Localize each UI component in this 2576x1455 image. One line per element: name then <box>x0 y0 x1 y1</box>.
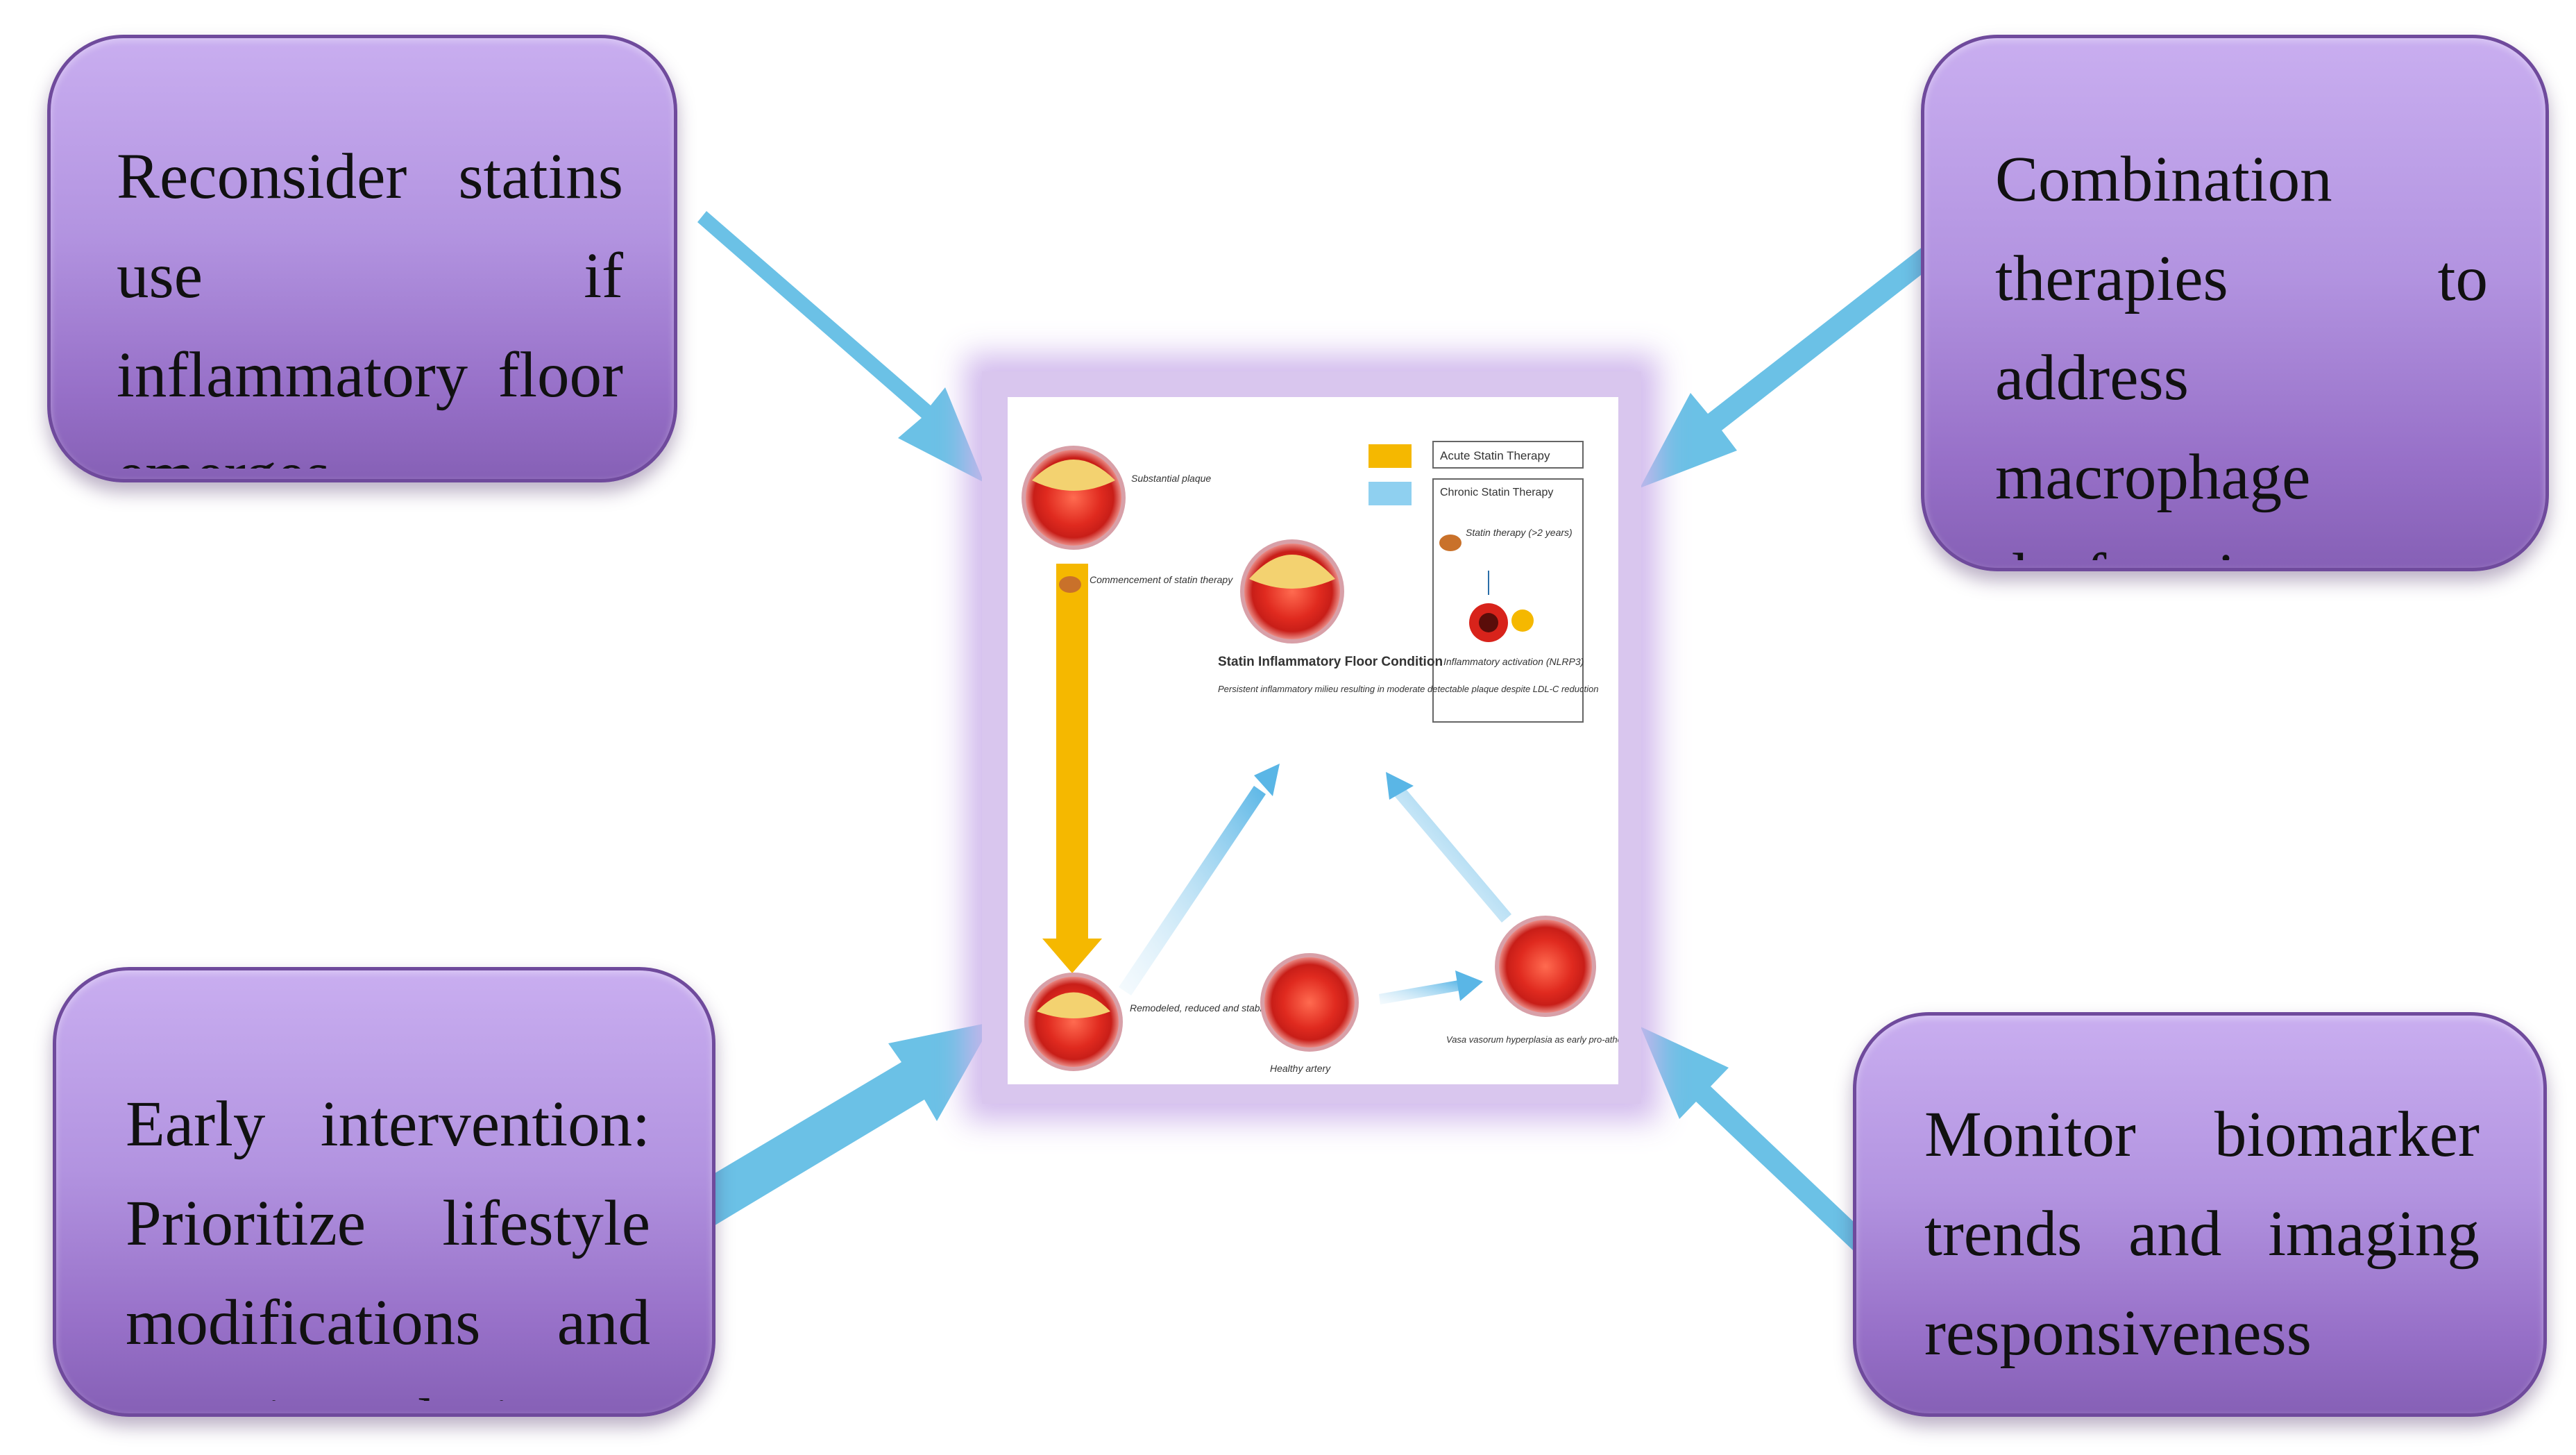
recommendation-text: Early intervention: Prioritize lifestyle… <box>126 1088 650 1401</box>
chronic-legend-swatch <box>1368 482 1412 505</box>
vasa-vasorum-artery-icon <box>1495 916 1596 1017</box>
vasa-vasorum-label: Vasa vasorum hyperplasia as early pro-at… <box>1446 1034 1618 1045</box>
chronic-arrow-from-vasa <box>1393 786 1511 923</box>
arrow-top-right <box>1640 246 1936 488</box>
recommendation-box-bottom-left: Early intervention: Prioritize lifestyle… <box>53 967 715 1417</box>
statin-pill-icon <box>1059 576 1081 593</box>
chronic-arrowhead <box>1254 764 1280 796</box>
recommendation-text: Combination therapies to address macroph… <box>1995 144 2488 560</box>
arrow-top-left <box>697 211 984 482</box>
statin-inflammatory-floor-diagram: Acute Statin Therapy Chronic Statin Ther… <box>1022 441 1681 1074</box>
recommendation-text: Monitor biomarker trends and imaging res… <box>1924 1099 2480 1369</box>
recommendation-box-bottom-right: Monitor biomarker trends and imaging res… <box>1853 1012 2547 1417</box>
plaque-icon <box>1249 555 1335 589</box>
commencement-label: Commencement of statin therapy <box>1090 574 1233 585</box>
acute-legend-swatch <box>1368 444 1412 468</box>
chronic-arrow-healthy <box>1379 980 1460 1004</box>
floor-condition-description: Persistent inflammatory milieu resulting… <box>1218 684 1598 694</box>
floor-condition-title: Statin Inflammatory Floor Condition <box>1218 655 1443 669</box>
acute-therapy-arrow-head <box>1042 939 1102 973</box>
recommendation-box-top-left: Reconsider statins use if inflammatory f… <box>47 35 677 482</box>
arrow-bottom-left <box>686 1022 993 1229</box>
chronic-arrowhead <box>1455 970 1483 1001</box>
acute-therapy-arrow-shaft <box>1056 564 1088 945</box>
remodeled-artery-icon <box>1024 973 1123 1071</box>
statin-therapy-label: Statin therapy (>2 years) <box>1466 527 1573 538</box>
plaque-icon <box>1037 992 1110 1018</box>
substantial-plaque-label: Substantial plaque <box>1131 473 1211 484</box>
center-figure: Acute Statin Therapy Chronic Statin Ther… <box>1008 397 1681 1084</box>
inflammatory-activation-label: Inflammatory activation (NLRP3) <box>1443 656 1584 667</box>
acute-legend-box <box>1432 441 1584 469</box>
recommendation-box-top-right: Combination therapies to address macroph… <box>1921 35 2549 571</box>
recommendation-text: Reconsider statins use if inflammatory f… <box>117 141 623 469</box>
chronic-legend-box <box>1432 478 1584 723</box>
healthy-artery-icon <box>1260 953 1359 1052</box>
healthy-artery-label: Healthy artery <box>1270 1063 1331 1074</box>
statin-pill-icon <box>1439 535 1461 551</box>
acute-legend-label: Acute Statin Therapy <box>1440 449 1550 462</box>
cytokine-drop-icon <box>1511 609 1534 632</box>
chronic-legend-label: Chronic Statin Therapy <box>1440 487 1553 498</box>
arrow-bottom-right <box>1641 1027 1867 1250</box>
plaque-icon <box>1032 460 1115 491</box>
inflammasome-core-icon <box>1479 613 1498 632</box>
chronic-arrowhead <box>1386 772 1414 800</box>
chronic-arrow-to-floor <box>1119 786 1266 995</box>
